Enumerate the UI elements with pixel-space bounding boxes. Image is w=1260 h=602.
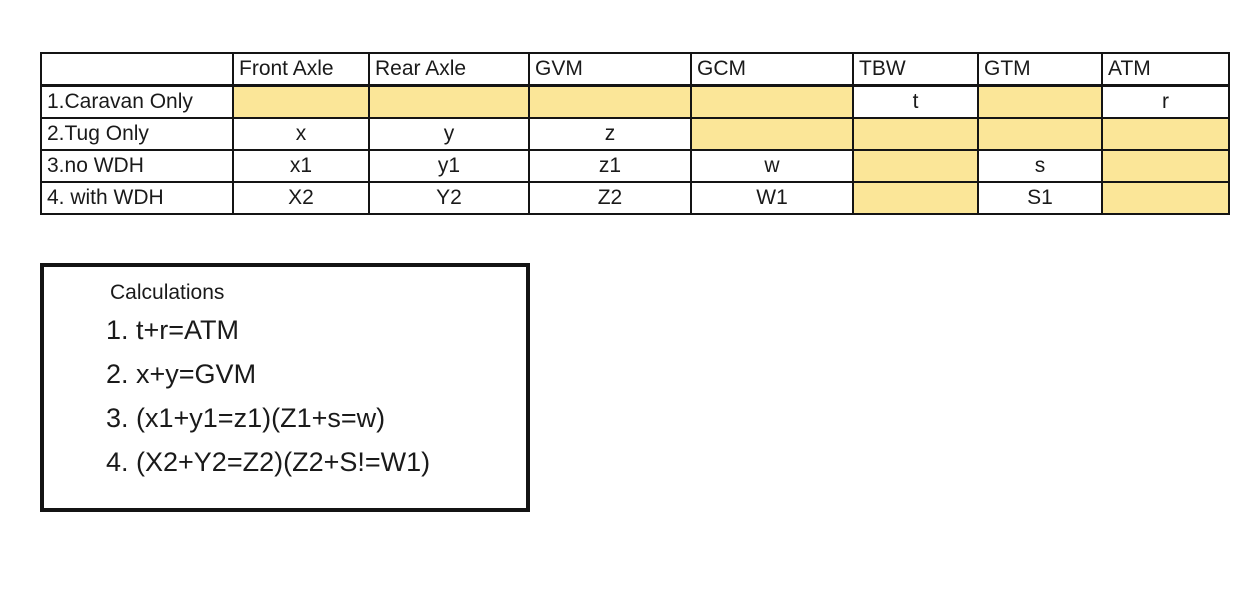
calculations-box: Calculations 1. t+r=ATM 2. x+y=GVM 3. (x1+… [40, 263, 530, 512]
highlighted-cell [977, 117, 1103, 151]
value-cell: S1 [977, 181, 1103, 215]
calculation-line: 1. t+r=ATM [106, 315, 240, 345]
column-header-gtm: GTM [977, 52, 1103, 87]
column-header-tbw: TBW [852, 52, 979, 87]
column-header-rear-axle: Rear Axle [368, 52, 530, 87]
highlighted-cell [368, 84, 530, 119]
column-header-gvm: GVM [528, 52, 692, 87]
column-header-front-axle: Front Axle [232, 52, 370, 87]
corner-cell [40, 52, 234, 87]
row-label: 2.Tug Only [40, 117, 234, 151]
highlighted-cell [852, 117, 979, 151]
value-cell: W1 [690, 181, 854, 215]
calculations-list: 1. t+r=ATM 2. x+y=GVM 3. (x1+y1=z1)(Z1+s=w… [106, 308, 518, 484]
value-cell: Z2 [528, 181, 692, 215]
calculations-title: Calculations [110, 281, 225, 304]
value-cell: x1 [232, 149, 370, 183]
highlighted-cell [528, 84, 692, 119]
value-cell: w [690, 149, 854, 183]
calculation-line: 3. (x1+y1=z1)(Z1+s=w) [106, 403, 386, 433]
value-cell: t [852, 84, 979, 119]
highlighted-cell [852, 181, 979, 215]
value-cell: r [1101, 84, 1230, 119]
value-cell: x [232, 117, 370, 151]
value-cell: s [977, 149, 1103, 183]
table-row: 1.Caravan Only t r [40, 84, 1230, 119]
highlighted-cell [690, 84, 854, 119]
highlighted-cell [232, 84, 370, 119]
value-cell: y [368, 117, 530, 151]
highlighted-cell [1101, 117, 1230, 151]
column-header-gcm: GCM [690, 52, 854, 87]
row-label: 4. with WDH [40, 181, 234, 215]
calculation-line: 4. (X2+Y2=Z2)(Z2+S!=W1) [106, 447, 431, 477]
value-cell: X2 [232, 181, 370, 215]
highlighted-cell [690, 117, 854, 151]
value-cell: y1 [368, 149, 530, 183]
value-cell: z [528, 117, 692, 151]
value-cell: Y2 [368, 181, 530, 215]
highlighted-cell [977, 84, 1103, 119]
highlighted-cell [1101, 181, 1230, 215]
calculation-line: 2. x+y=GVM [106, 359, 257, 389]
row-label: 3.no WDH [40, 149, 234, 183]
column-header-atm: ATM [1101, 52, 1230, 87]
value-cell: z1 [528, 149, 692, 183]
highlighted-cell [852, 149, 979, 183]
row-label: 1.Caravan Only [40, 84, 234, 119]
highlighted-cell [1101, 149, 1230, 183]
